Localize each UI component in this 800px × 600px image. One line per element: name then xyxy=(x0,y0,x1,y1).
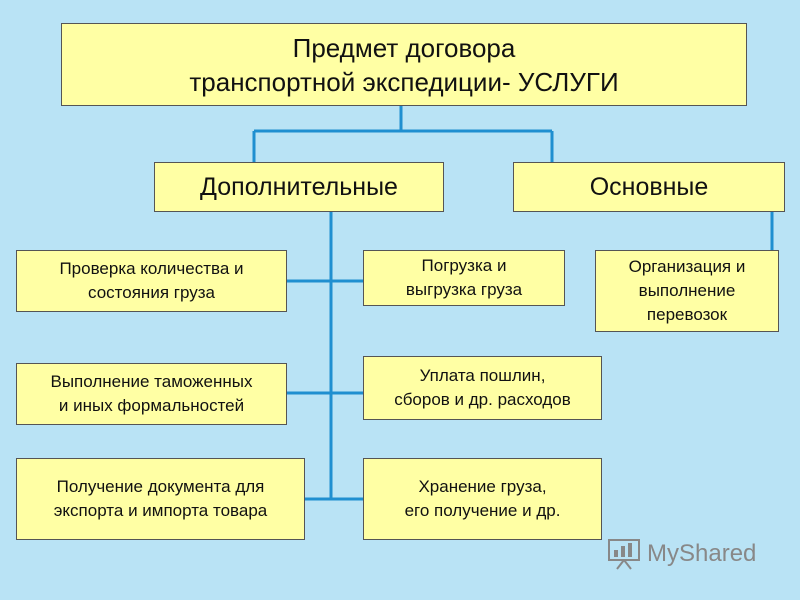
service-line: перевозок xyxy=(646,305,728,324)
service-line: экспорта и импорта товара xyxy=(53,501,268,520)
service-line: состояния груза xyxy=(88,283,215,302)
title-line2: транспортной экспедиции- УСЛУГИ xyxy=(189,66,619,97)
service-documents: Получение документа для экспорта и импор… xyxy=(16,458,305,540)
service-line: Погрузка и xyxy=(421,256,507,275)
service-line: сборов и др. расходов xyxy=(394,390,571,409)
service-duties: Уплата пошлин, сборов и др. расходов xyxy=(363,356,602,420)
service-line: Организация и xyxy=(628,257,746,276)
service-line: выгрузка груза xyxy=(405,280,523,299)
service-storage: Хранение груза, его получение и др. xyxy=(363,458,602,540)
service-line: Выполнение таможенных xyxy=(50,372,253,391)
service-line: Проверка количества и xyxy=(59,259,244,278)
title-box: Предмет договора транспортной экспедиции… xyxy=(61,23,747,106)
service-line: и иных формальностей xyxy=(58,396,245,415)
service-quantity-check: Проверка количества и состояния груза xyxy=(16,250,287,312)
watermark-text: MyShared xyxy=(647,540,757,567)
service-line: Хранение груза, xyxy=(418,477,547,496)
watermark-logo: MyShared xyxy=(607,537,756,571)
presentation-board-icon xyxy=(608,539,640,570)
service-line: его получение и др. xyxy=(404,501,561,520)
category-main: Основные xyxy=(513,162,785,212)
title-line1: Предмет договора xyxy=(292,32,516,63)
service-line: Получение документа для xyxy=(56,477,265,496)
service-line: Уплата пошлин, xyxy=(419,366,546,385)
service-customs: Выполнение таможенных и иных формальност… xyxy=(16,363,287,425)
service-loading: Погрузка и выгрузка груза xyxy=(363,250,565,306)
category-additional: Дополнительные xyxy=(154,162,444,212)
service-line: выполнение xyxy=(638,281,736,300)
service-transport: Организация и выполнение перевозок xyxy=(595,250,779,332)
